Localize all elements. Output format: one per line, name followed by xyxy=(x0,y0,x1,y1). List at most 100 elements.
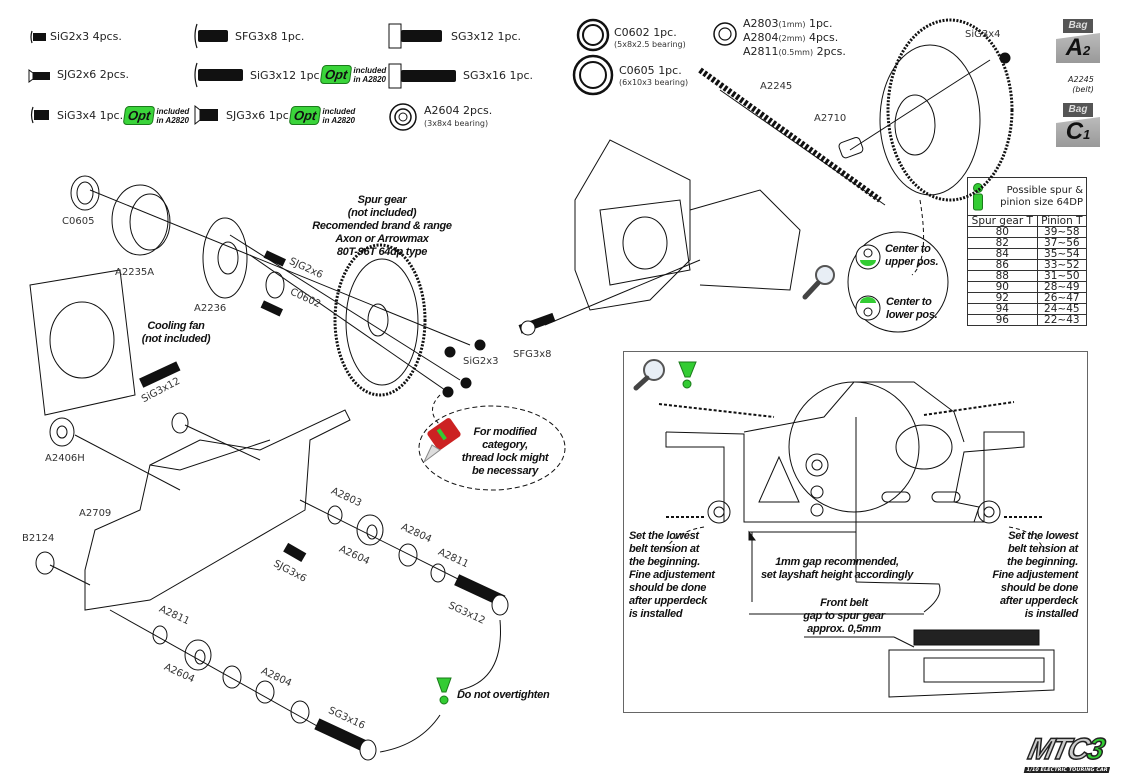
hardware-code: C0602 xyxy=(614,26,650,39)
hardware-c0602 xyxy=(576,18,610,56)
thread-lock-bubble xyxy=(418,405,566,491)
part-label: A2709 xyxy=(79,508,112,519)
logo-text: MTC xyxy=(1024,732,1092,767)
part-label: B2124 xyxy=(22,533,55,544)
part-label: SiG2x3 xyxy=(463,356,499,367)
part-label: A2235A xyxy=(115,267,155,278)
hardware-code: SFG3x8 xyxy=(235,30,278,43)
spur-pinion-table: Possible spur & pinion size 64DP Spur ge… xyxy=(967,177,1088,326)
assembly-axis-line xyxy=(49,564,91,586)
a2710-drawing xyxy=(838,137,864,159)
socket-head-screw-icon xyxy=(388,23,442,49)
part-label: SFG3x8 xyxy=(513,349,552,360)
layshaft-spur-gear-drawing xyxy=(886,18,1014,202)
hardware-qty: 2pcs. xyxy=(99,68,130,81)
cooling-fan-note: Cooling fan(not included) xyxy=(141,320,211,345)
shim-list: A2803(1mm) 1pc. A2804(2mm) 4pcs. A2811(0… xyxy=(743,17,846,59)
hardware-qty: 1pc. xyxy=(99,109,124,122)
hardware-qty: 1pc. xyxy=(658,64,682,77)
magnifier-icon xyxy=(802,265,835,300)
hardware-qty: 1pc. xyxy=(280,30,305,43)
bag-caption: A2245(belt) xyxy=(1068,75,1094,94)
gap-note: 1mm gap recommended,set layshaft height … xyxy=(760,556,914,581)
bag-top: Bag xyxy=(1063,19,1093,33)
part-label: A2710 xyxy=(814,113,847,124)
shim-item: A2803(1mm) 1pc. xyxy=(743,17,833,30)
hardware-code: SG3x16 xyxy=(463,69,507,82)
warning-exclamation-icon xyxy=(436,677,452,705)
hardware-code: SiG3x4 xyxy=(57,109,97,122)
socket-head-screw-icon xyxy=(388,63,456,89)
thread-lock-bottle-icon xyxy=(423,418,461,463)
belt-a2245-drawing xyxy=(698,67,882,203)
motor-mount-a2709-drawing xyxy=(84,409,351,611)
assembly-axis-line xyxy=(89,189,471,346)
motor-mount-assembly-drawing xyxy=(574,139,691,311)
shim-washer xyxy=(713,22,737,50)
hardware-code: SG3x12 xyxy=(451,30,495,43)
washer-icon xyxy=(713,22,737,46)
side-view-drawing xyxy=(633,359,1055,698)
opt-line2: in A2820 xyxy=(322,115,355,125)
hardware-sig2x3 xyxy=(30,29,48,48)
pinion-range-cell: 22~43 xyxy=(1036,314,1088,326)
hardware-qty: 1pc. xyxy=(268,109,293,122)
hub-a2236-drawing xyxy=(202,217,248,299)
bag-top: Bag xyxy=(1063,103,1093,117)
bag-c1-badge: Bag C1 xyxy=(1056,103,1100,147)
hardware-sg3x12 xyxy=(388,22,444,54)
opt-line2: in A2820 xyxy=(353,74,386,84)
center-position-circle xyxy=(847,231,949,333)
bearing-c0602-drawing xyxy=(265,271,285,299)
spur-table-note: Possible spur & pinion size 64DP xyxy=(1000,184,1083,208)
b2124-drawing xyxy=(35,551,55,575)
hardware-sig3x12 xyxy=(193,62,245,92)
opt-line1: included xyxy=(353,65,387,75)
hardware-sfg3x8 xyxy=(193,23,229,53)
bearing-c0605-drawing xyxy=(70,175,100,211)
bag-a2-badge: Bag A2 xyxy=(1056,19,1100,63)
bag-label: A2 xyxy=(1056,33,1100,63)
center-lower-icon xyxy=(855,295,881,321)
bearing-icon xyxy=(389,103,417,131)
bag-label: C1 xyxy=(1056,117,1100,147)
hardware-sjg3x6 xyxy=(194,104,220,129)
hardware-code: SJG2x6 xyxy=(57,68,97,81)
hardware-code: A2604 xyxy=(424,104,460,117)
hardware-qty: 2pcs. xyxy=(463,104,493,117)
part-label: A2236 xyxy=(194,303,227,314)
button-head-screw-icon xyxy=(30,30,46,44)
bearing-icon xyxy=(576,18,610,52)
hardware-code: SiG3x12 xyxy=(250,69,297,82)
hardware-sig3x4 xyxy=(30,106,52,128)
hardware-qty: 1pc. xyxy=(497,30,522,43)
pulley-a2235a-drawing xyxy=(111,184,169,256)
opt-line2: in A2820 xyxy=(156,115,189,125)
hardware-qty: 1pc. xyxy=(299,69,324,82)
assembly-axis-line xyxy=(74,434,181,491)
opt-line1: included xyxy=(322,106,356,116)
hardware-qty: 4pcs. xyxy=(92,30,122,43)
hardware-code: SJG3x6 xyxy=(226,109,266,122)
spur-gear-side-view xyxy=(913,629,1040,646)
part-label: SiG3x4 xyxy=(965,29,1001,40)
shim-item: A2811(0.5mm) 2pcs. xyxy=(743,45,846,58)
logo-subtitle: 1/10 ELECTRIC TOURING CAR xyxy=(1023,767,1111,773)
do-not-overtighten-note: Do not overtighten xyxy=(457,689,550,701)
hardware-qty: 1pc. xyxy=(509,69,534,82)
warning-exclamation-icon xyxy=(678,361,697,389)
hardware-spec: (5x8x2.5 bearing) xyxy=(614,40,686,49)
part-label: A2406H xyxy=(45,453,85,464)
hardware-a2604 xyxy=(388,102,418,136)
hardware-c0605 xyxy=(572,54,614,100)
flanged-screw-icon xyxy=(194,23,228,49)
hardware-code: SiG2x3 xyxy=(50,30,90,43)
hardware-qty: 1pc. xyxy=(653,26,677,39)
